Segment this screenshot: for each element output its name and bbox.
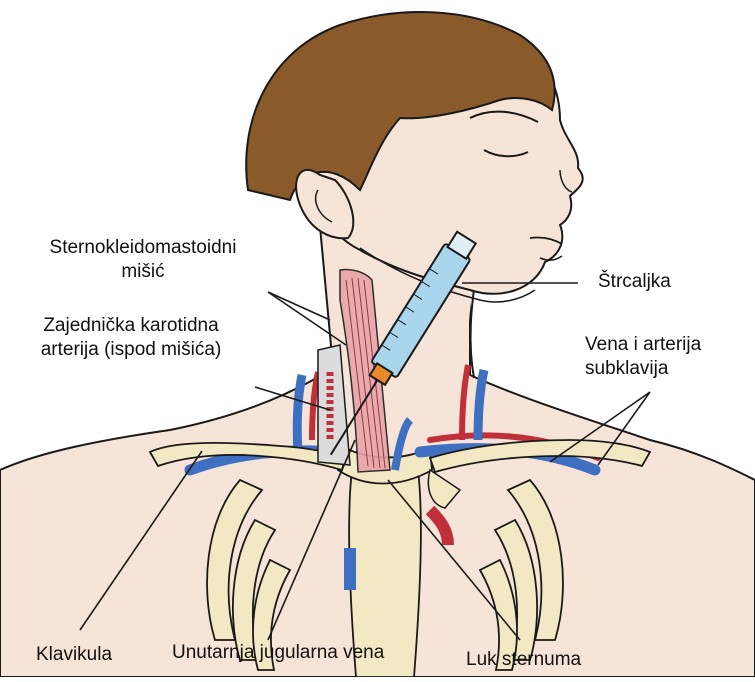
subclavian-label-line2: subklavija bbox=[585, 357, 701, 381]
carotid-label: Zajednička karotidna arterija (ispod miš… bbox=[0, 314, 262, 362]
jugular-label: Unutarnja jugularna vena bbox=[172, 641, 384, 665]
subclavian-label: Vena i arterija subklavija bbox=[585, 333, 701, 381]
scm-label: Sternokleidomastoidni mišić bbox=[8, 236, 278, 284]
scm-label-line2: mišić bbox=[8, 260, 278, 284]
syringe-label: Štrcaljka bbox=[598, 270, 671, 294]
carotid-label-line1: Zajednička karotidna bbox=[0, 314, 262, 338]
sternal-notch-label: Luk sternuma bbox=[466, 648, 581, 672]
subclavian-label-line1: Vena i arterija bbox=[585, 333, 701, 357]
left-jugular-vein bbox=[297, 375, 302, 452]
carotid-label-line2: arterija (ispod mišića) bbox=[0, 338, 262, 362]
clavicle-label: Klavikula bbox=[36, 643, 112, 667]
scm-label-line1: Sternokleidomastoidni bbox=[8, 236, 278, 260]
